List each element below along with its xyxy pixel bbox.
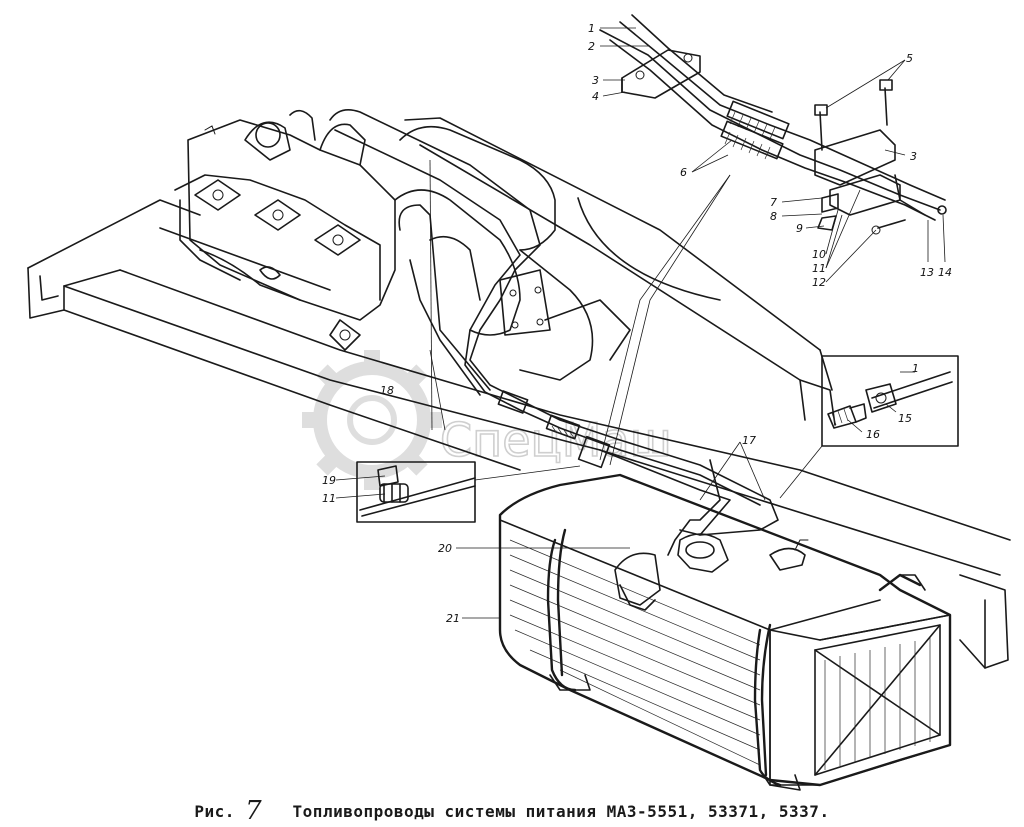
caption-figure-number: 7 xyxy=(245,796,263,826)
callout-20: 20 xyxy=(438,542,452,555)
callout-1b: 1 xyxy=(912,362,919,375)
callout-17: 17 xyxy=(742,434,756,447)
figure-caption: Рис. 7 Топливопроводы системы питания МА… xyxy=(0,796,1024,826)
callout-4: 4 xyxy=(592,90,599,103)
callout-21: 21 xyxy=(446,612,460,625)
gearbox-housing xyxy=(394,125,721,381)
callout-1: 1 xyxy=(588,22,595,35)
callout-11: 11 xyxy=(812,262,826,275)
callout-2: 2 xyxy=(588,40,595,53)
fuel-tank xyxy=(498,473,952,791)
leader-lines xyxy=(335,27,946,619)
watermark-text: СпецМаш xyxy=(440,413,672,467)
watermark-gear-icon xyxy=(302,350,442,490)
callout-7: 7 xyxy=(770,196,777,209)
callout-19: 19 xyxy=(322,474,336,487)
caption-title: Топливопроводы системы питания МАЗ-5551,… xyxy=(292,802,830,821)
callout-11b: 11 xyxy=(322,492,336,505)
callout-10: 10 xyxy=(812,248,826,261)
engine-block xyxy=(174,109,396,351)
callout-8: 8 xyxy=(770,210,777,223)
callout-labels: 1 2 3 4 5 3 6 7 8 9 10 11 12 13 14 1 15 … xyxy=(322,22,952,625)
inset-clamp xyxy=(356,461,476,523)
callout-16: 16 xyxy=(866,428,880,441)
callout-5: 5 xyxy=(906,52,913,65)
callout-3: 3 xyxy=(592,74,599,87)
callout-9: 9 xyxy=(796,222,803,235)
callout-18: 18 xyxy=(380,384,394,397)
inset-clamp-assembly xyxy=(599,14,947,235)
callout-12: 12 xyxy=(812,276,826,289)
callout-15: 15 xyxy=(898,412,912,425)
line-clamp xyxy=(497,390,611,469)
inset-fitting xyxy=(821,355,959,447)
callout-14: 14 xyxy=(938,266,952,279)
callout-3b: 3 xyxy=(910,150,917,163)
caption-prefix: Рис. xyxy=(194,802,235,821)
frame-rail xyxy=(27,117,1011,669)
fuel-lines xyxy=(329,109,779,556)
callout-6: 6 xyxy=(680,166,687,179)
callout-13: 13 xyxy=(920,266,934,279)
